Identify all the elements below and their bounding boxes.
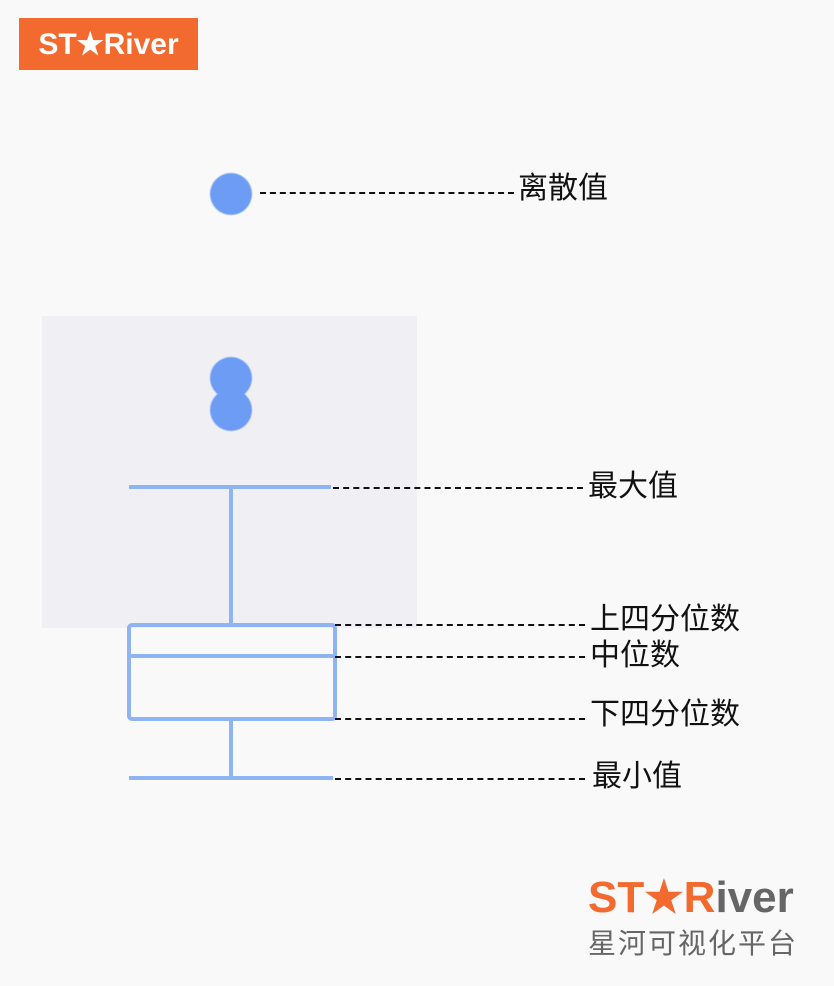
leader-line	[335, 778, 585, 780]
brand-st: ST★R	[588, 873, 716, 922]
brand-subtitle: 星河可视化平台	[588, 927, 799, 960]
label-q3: 上四分位数	[590, 602, 740, 637]
leader-line	[333, 487, 583, 489]
logo-badge: ST★River	[19, 18, 198, 70]
leader-line	[335, 656, 585, 658]
min-whisker	[129, 776, 333, 780]
leader-line	[260, 192, 514, 194]
outlier-point	[210, 389, 252, 431]
leader-line	[335, 718, 585, 720]
label-median: 中位数	[590, 638, 680, 673]
leader-line	[335, 624, 585, 626]
label-q1: 下四分位数	[590, 697, 740, 732]
label-outlier: 离散值	[518, 171, 608, 206]
upper-whisker-line	[229, 487, 233, 624]
label-max: 最大值	[588, 469, 678, 504]
brand-iver: iver	[715, 873, 794, 922]
outlier-point	[210, 173, 252, 215]
brand-logo: ST★River	[588, 872, 794, 923]
lower-whisker-line	[229, 717, 233, 778]
box	[127, 623, 337, 721]
label-min: 最小值	[592, 759, 682, 794]
median-line	[129, 654, 333, 658]
